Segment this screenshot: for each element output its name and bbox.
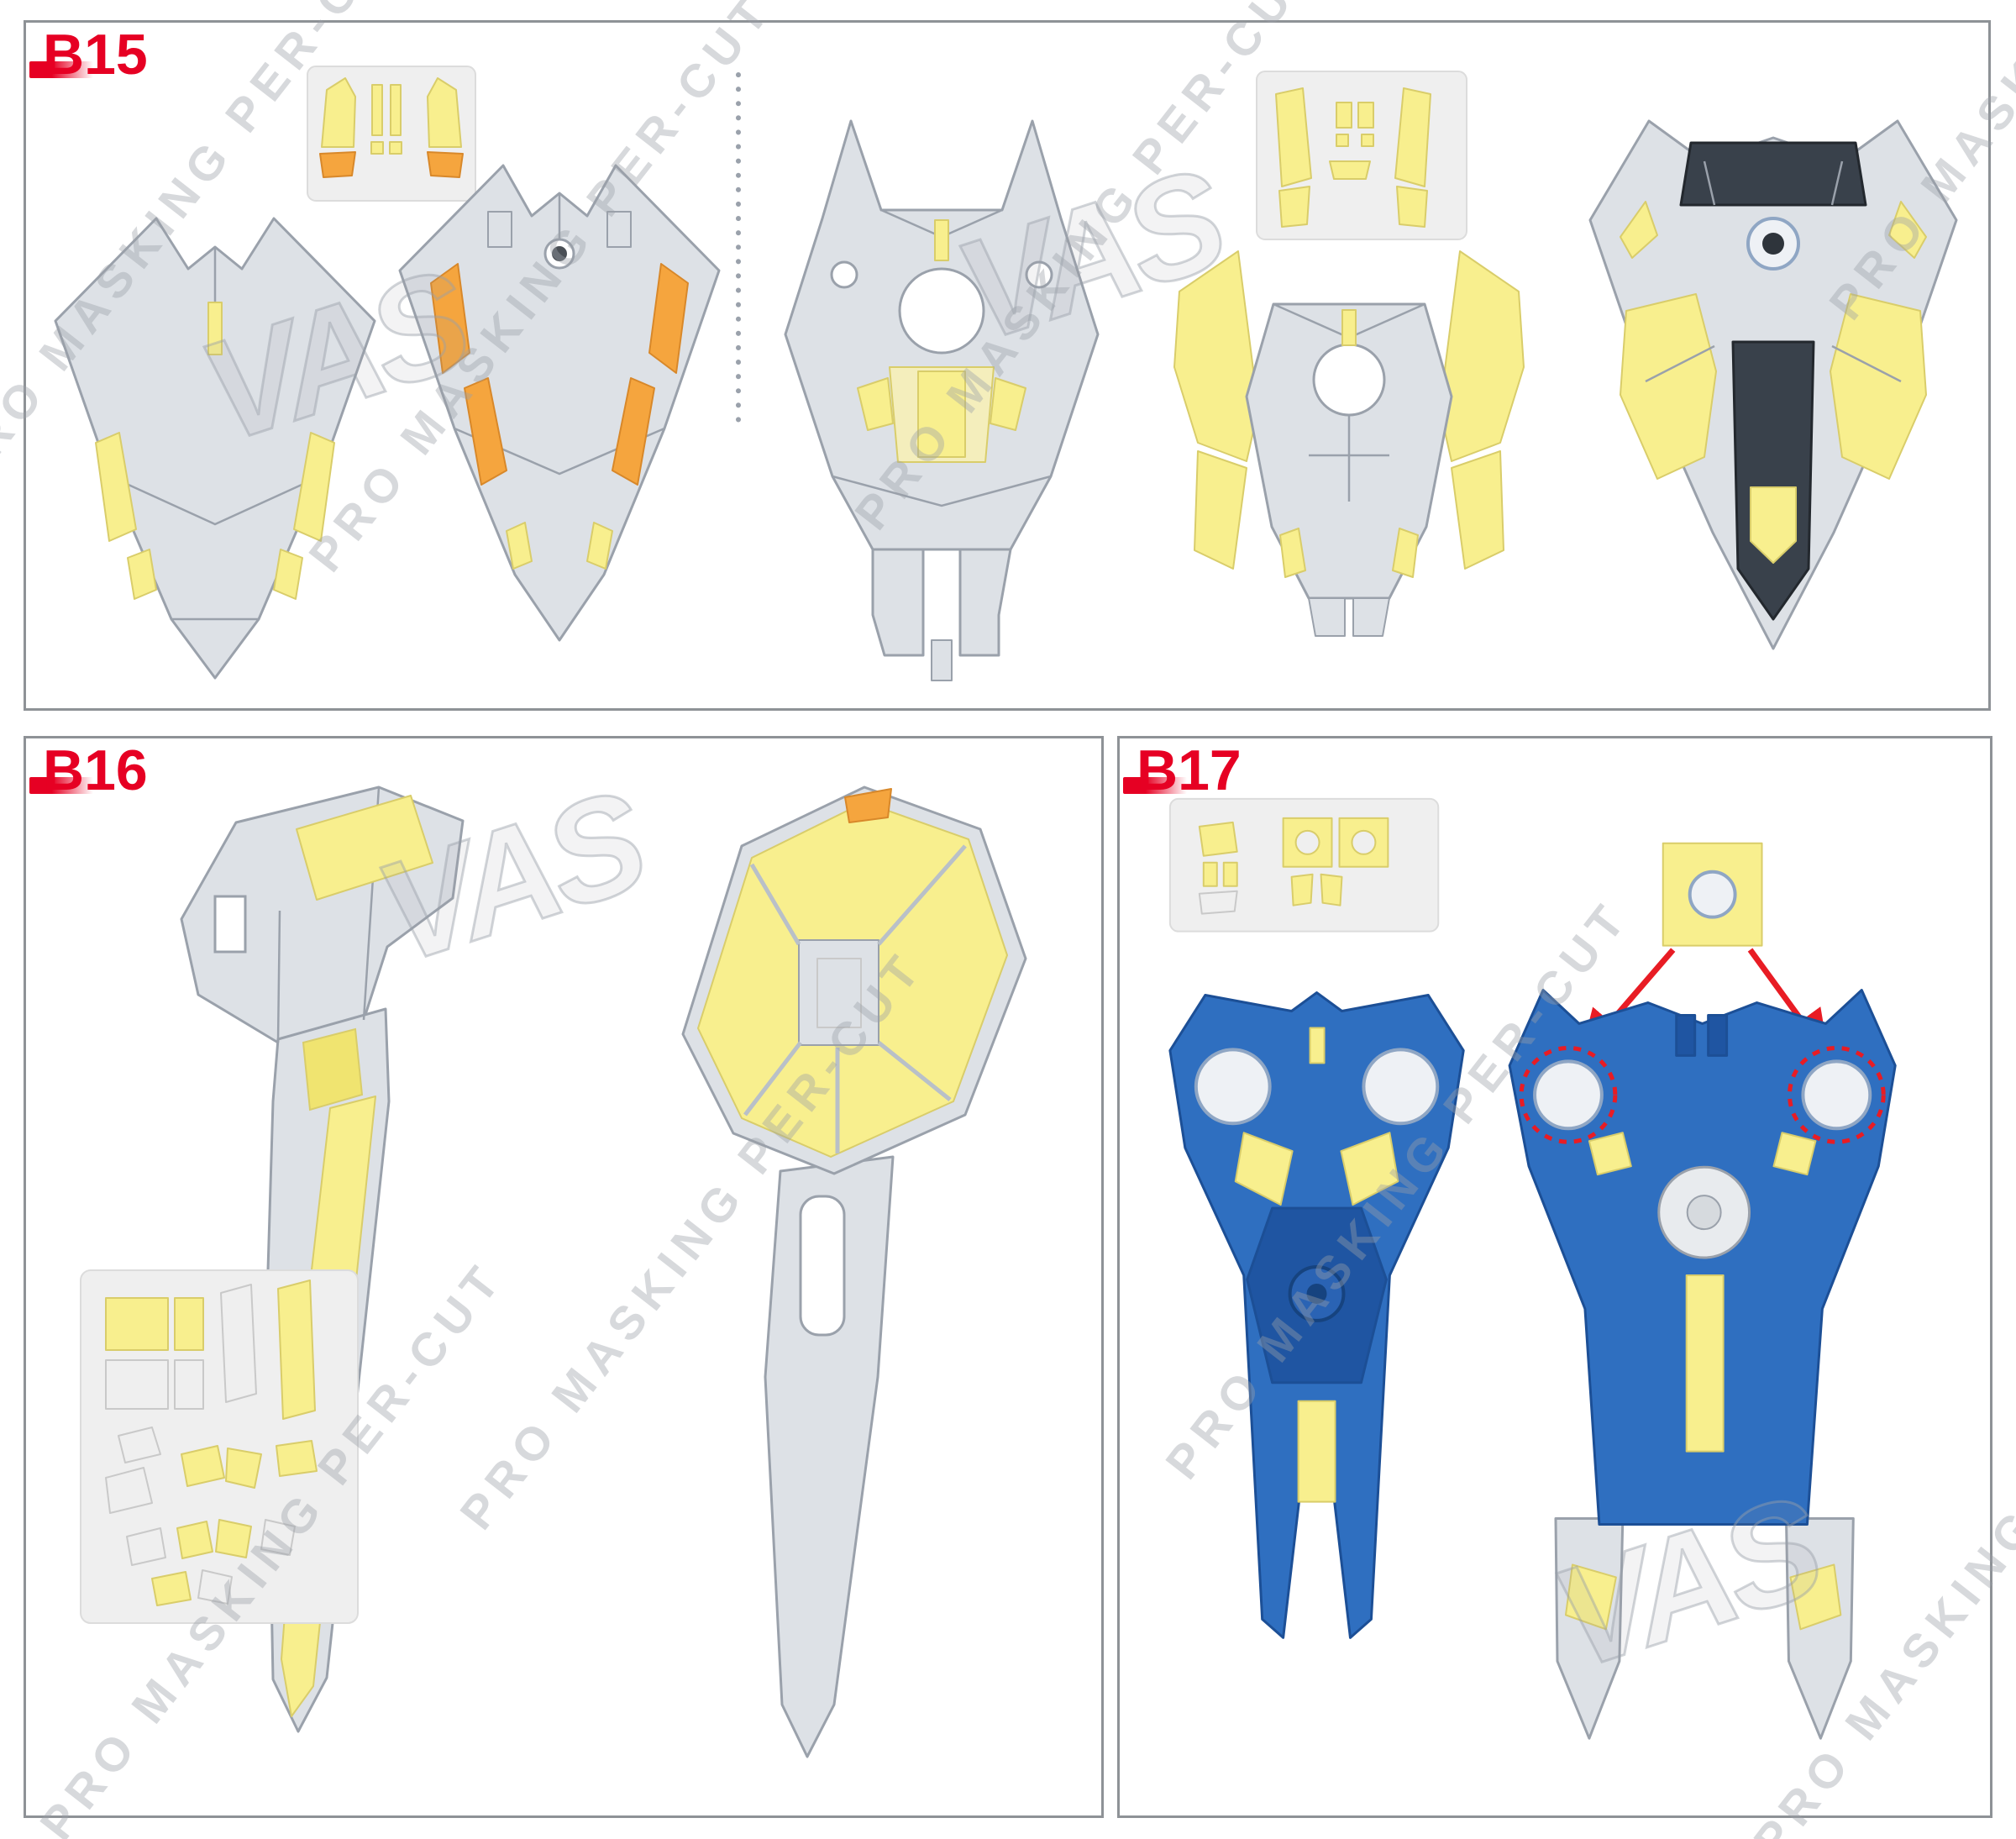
callout-target-left — [1519, 1045, 1618, 1144]
mask-side-wing-right — [1439, 250, 1525, 462]
label-accent-b15 — [29, 61, 93, 78]
masking-sheet-diagram-4 — [1168, 797, 1440, 933]
mask-foot-front-left — [1234, 1132, 1294, 1206]
mask-foot-back-leg-left — [1564, 1563, 1617, 1631]
mask-foot-front-right — [1340, 1132, 1399, 1206]
pin-hole — [552, 246, 567, 261]
mask-foot-back-center — [1685, 1274, 1725, 1453]
foot-front-hole-left — [1194, 1048, 1272, 1126]
foot-socket-pin — [1306, 1283, 1327, 1304]
panel-b15-artwork — [54, 66, 1958, 681]
label-accent-b17 — [1123, 777, 1187, 794]
mask-head-left-cheek — [1620, 293, 1717, 480]
foot-back-recess-pin — [1686, 1195, 1722, 1231]
callout-mask-hole — [1688, 870, 1737, 919]
shield-blade-slot — [799, 1195, 846, 1337]
mask-shield-orange-tip — [844, 788, 892, 823]
leg-slot — [213, 895, 247, 954]
mask-foot-front-center — [1297, 1400, 1336, 1503]
mask-head-front-right — [293, 432, 335, 542]
mask-head-front-center — [207, 302, 223, 355]
panel-label-b17: B17 — [1137, 738, 1242, 802]
panel-b17: B17 — [1117, 736, 1992, 1818]
part-foot-front — [1168, 991, 1465, 1639]
part-head-assembled — [1588, 119, 1958, 650]
mask-chest-top — [934, 219, 949, 261]
foot-back-hole-right — [1801, 1059, 1872, 1131]
head-dark-insert — [1679, 141, 1867, 207]
label-accent-b16 — [29, 777, 93, 794]
mask-head-chevron — [1750, 486, 1797, 564]
mask-leg-fold — [302, 1027, 364, 1111]
part-head-front — [54, 217, 376, 680]
part-head-back — [398, 164, 721, 642]
mask-head-back-right-orange — [648, 263, 689, 374]
head-dark-blade — [1731, 340, 1815, 621]
callout-mask-square — [1662, 842, 1763, 947]
panel-label-b16: B16 — [43, 738, 148, 802]
part-foot-back — [1508, 989, 1897, 1740]
sensor-hole — [1762, 233, 1784, 255]
callout-target-right — [1787, 1045, 1886, 1144]
sheet-mask-hole — [1351, 829, 1377, 855]
mask-foot-back-leg-right — [1789, 1563, 1842, 1631]
masking-sheet-diagram-2 — [1256, 71, 1467, 240]
part-shield — [681, 786, 1027, 1758]
panel-b16-artwork — [80, 786, 1027, 1758]
chest-center-hole — [898, 267, 985, 355]
panel-label-b15: B15 — [43, 23, 148, 87]
mask-head-front-left — [95, 432, 137, 542]
sheet-mask-hole — [1294, 829, 1320, 855]
mask-leg-top-band — [296, 795, 433, 901]
mask-foot-front-top — [1309, 1027, 1326, 1064]
shield-window — [798, 939, 879, 1046]
mask-side-wing-left — [1173, 250, 1259, 462]
panel-b17-artwork — [1168, 797, 1897, 1740]
masking-sheet-diagram-1 — [307, 66, 476, 202]
panel-b15: B15 — [24, 20, 1991, 711]
masking-sheet-diagram-3 — [80, 1269, 359, 1624]
part-chest-front — [784, 119, 1100, 681]
mask-head-back-left-orange — [430, 263, 470, 374]
part-chest-with-side-masks — [1173, 250, 1525, 637]
foot-back-hole-left — [1533, 1059, 1604, 1131]
foot-front-hole-right — [1362, 1048, 1440, 1126]
panel-b16: B16 — [24, 736, 1104, 1818]
mask-head-right-cheek — [1830, 293, 1927, 480]
